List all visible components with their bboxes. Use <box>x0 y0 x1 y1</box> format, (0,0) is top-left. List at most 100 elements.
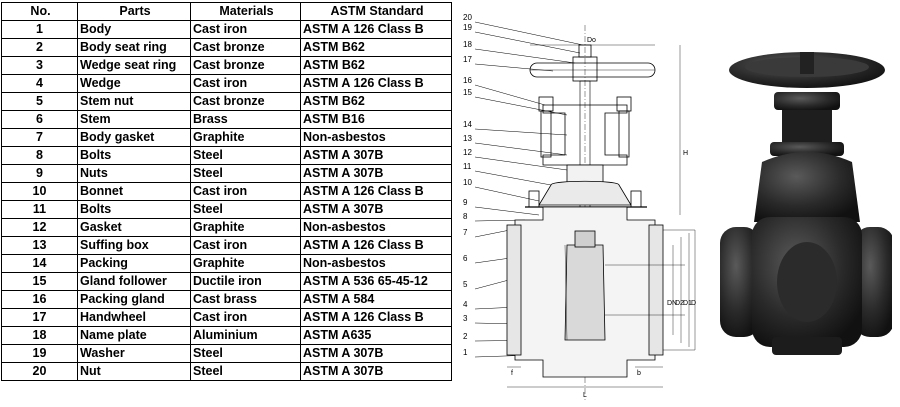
part-material: Aluminium <box>190 326 301 345</box>
part-standard: Non-asbestos <box>300 218 452 237</box>
dim-label-f: f <box>511 370 513 377</box>
part-name: Name plate <box>77 326 191 345</box>
callout-leader-line <box>474 84 546 106</box>
part-standard: ASTM A 126 Class B <box>300 182 452 201</box>
callout-leader-line <box>474 170 552 186</box>
part-standard: ASTM A 536 65-45-12 <box>300 272 452 291</box>
part-standard: ASTM A 126 Class B <box>300 236 452 255</box>
part-material: Cast iron <box>190 308 301 327</box>
callout-leader-line <box>474 156 568 171</box>
part-material: Ductile iron <box>190 272 301 291</box>
part-standard: Non-asbestos <box>300 128 452 147</box>
part-name: Wedge seat ring <box>77 56 191 75</box>
part-material: Cast bronze <box>190 38 301 57</box>
callout-number: 18 <box>463 40 472 49</box>
callout-number: 13 <box>463 134 472 143</box>
part-standard: ASTM A 126 Class B <box>300 308 452 327</box>
part-standard: ASTM B62 <box>300 56 452 75</box>
part-name: Stem nut <box>77 92 191 111</box>
callout-leader-line <box>474 21 584 46</box>
part-number: 14 <box>1 254 78 273</box>
part-material: Cast iron <box>190 20 301 39</box>
part-name: Bonnet <box>77 182 191 201</box>
callout-leader-line <box>474 48 576 64</box>
part-number: 8 <box>1 146 78 165</box>
part-standard: ASTM A 307B <box>300 362 452 381</box>
column-header: Parts <box>77 2 191 21</box>
part-number: 6 <box>1 110 78 129</box>
part-material: Brass <box>190 110 301 129</box>
part-name: Body <box>77 20 191 39</box>
part-number: 7 <box>1 128 78 147</box>
callout-number: 4 <box>463 300 468 309</box>
dim-label-do: Do <box>587 37 596 44</box>
part-name: Bolts <box>77 200 191 219</box>
part-number: 19 <box>1 344 78 363</box>
part-standard: Non-asbestos <box>300 254 452 273</box>
part-number: 9 <box>1 164 78 183</box>
dim-label-d: D <box>691 300 696 307</box>
dim-label-d1: D1 <box>683 300 692 307</box>
callout-number: 20 <box>463 13 472 22</box>
callout-number: 5 <box>463 280 468 289</box>
part-material: Steel <box>190 146 301 165</box>
column-header: Materials <box>190 2 301 21</box>
part-number: 3 <box>1 56 78 75</box>
callout-number: 9 <box>463 198 468 207</box>
part-material: Cast brass <box>190 290 301 309</box>
part-number: 13 <box>1 236 78 255</box>
part-standard: ASTM A 307B <box>300 164 452 183</box>
column-header: No. <box>1 2 78 21</box>
part-number: 17 <box>1 308 78 327</box>
part-name: Packing gland <box>77 290 191 309</box>
part-material: Cast iron <box>190 74 301 93</box>
part-material: Cast iron <box>190 236 301 255</box>
handwheel-drawing <box>506 25 696 400</box>
part-number: 18 <box>1 326 78 345</box>
part-standard: ASTM B16 <box>300 110 452 129</box>
callout-number: 17 <box>463 55 472 64</box>
part-material: Graphite <box>190 128 301 147</box>
part-name: Wedge <box>77 74 191 93</box>
part-number: 4 <box>1 74 78 93</box>
part-number: 12 <box>1 218 78 237</box>
callout-number: 7 <box>463 228 468 237</box>
callout-leader-line <box>474 206 540 216</box>
part-standard: ASTM A635 <box>300 326 452 345</box>
part-material: Cast bronze <box>190 92 301 111</box>
part-standard: ASTM A 307B <box>300 146 452 165</box>
part-name: Body gasket <box>77 128 191 147</box>
callout-leader-line <box>474 142 568 156</box>
callout-number: 8 <box>463 212 468 221</box>
part-number: 16 <box>1 290 78 309</box>
dim-label-b: b <box>637 370 641 377</box>
callout-leader-line <box>474 128 568 136</box>
dim-label-d2: D2 <box>675 300 684 307</box>
part-name: Handwheel <box>77 308 191 327</box>
callout-number: 14 <box>463 120 472 129</box>
dim-label-dn: DN <box>667 300 677 307</box>
callout-number: 12 <box>463 148 472 157</box>
part-material: Graphite <box>190 254 301 273</box>
part-name: Stem <box>77 110 191 129</box>
callout-number: 3 <box>463 314 468 323</box>
part-name: Nuts <box>77 164 191 183</box>
part-standard: ASTM A 584 <box>300 290 452 309</box>
callout-leader-line <box>474 186 540 202</box>
